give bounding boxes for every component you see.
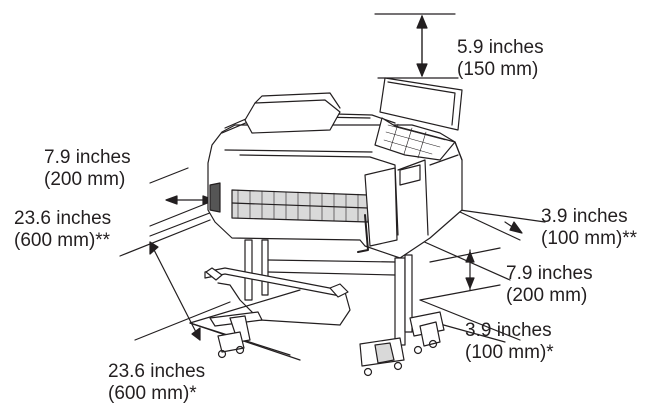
top-clearance-mm: (150 mm) [457,59,539,80]
front-clearance-mm: (600 mm)* [108,383,197,404]
left-side-clearance-inches: 23.6 inches [14,208,112,229]
printer-stand [204,239,445,377]
left-side-clearance-label: 23.6 inches (600 mm)** [14,208,111,252]
right-lower-clearance-mm: (100 mm)* [465,342,554,363]
top-clearance-label: 5.9 inches (150 mm) [457,37,544,81]
left-rear-clearance-label: 7.9 inches (200 mm) [44,147,131,191]
left-rear-clearance-mm: (200 mm) [44,169,126,190]
dimension-lines [119,13,546,361]
top-clearance-inches: 5.9 inches [457,37,544,58]
front-clearance-label: 23.6 inches (600 mm)* [108,361,205,405]
printer-body [207,77,463,259]
left-rear-clearance-inches: 7.9 inches [44,147,131,168]
right-upper-clearance-label: 3.9 inches (100 mm)** [541,206,637,250]
right-side-clearance-mm: (200 mm) [506,285,588,306]
right-side-clearance-inches: 7.9 inches [506,263,593,284]
right-lower-clearance-label: 3.9 inches (100 mm)* [465,320,554,364]
right-side-clearance-label: 7.9 inches (200 mm) [506,263,593,307]
front-clearance-inches: 23.6 inches [108,361,206,382]
right-lower-clearance-inches: 3.9 inches [465,320,552,341]
right-upper-clearance-inches: 3.9 inches [541,206,628,227]
right-upper-clearance-mm: (100 mm)** [541,228,638,249]
left-side-clearance-mm: (600 mm)** [14,230,111,251]
